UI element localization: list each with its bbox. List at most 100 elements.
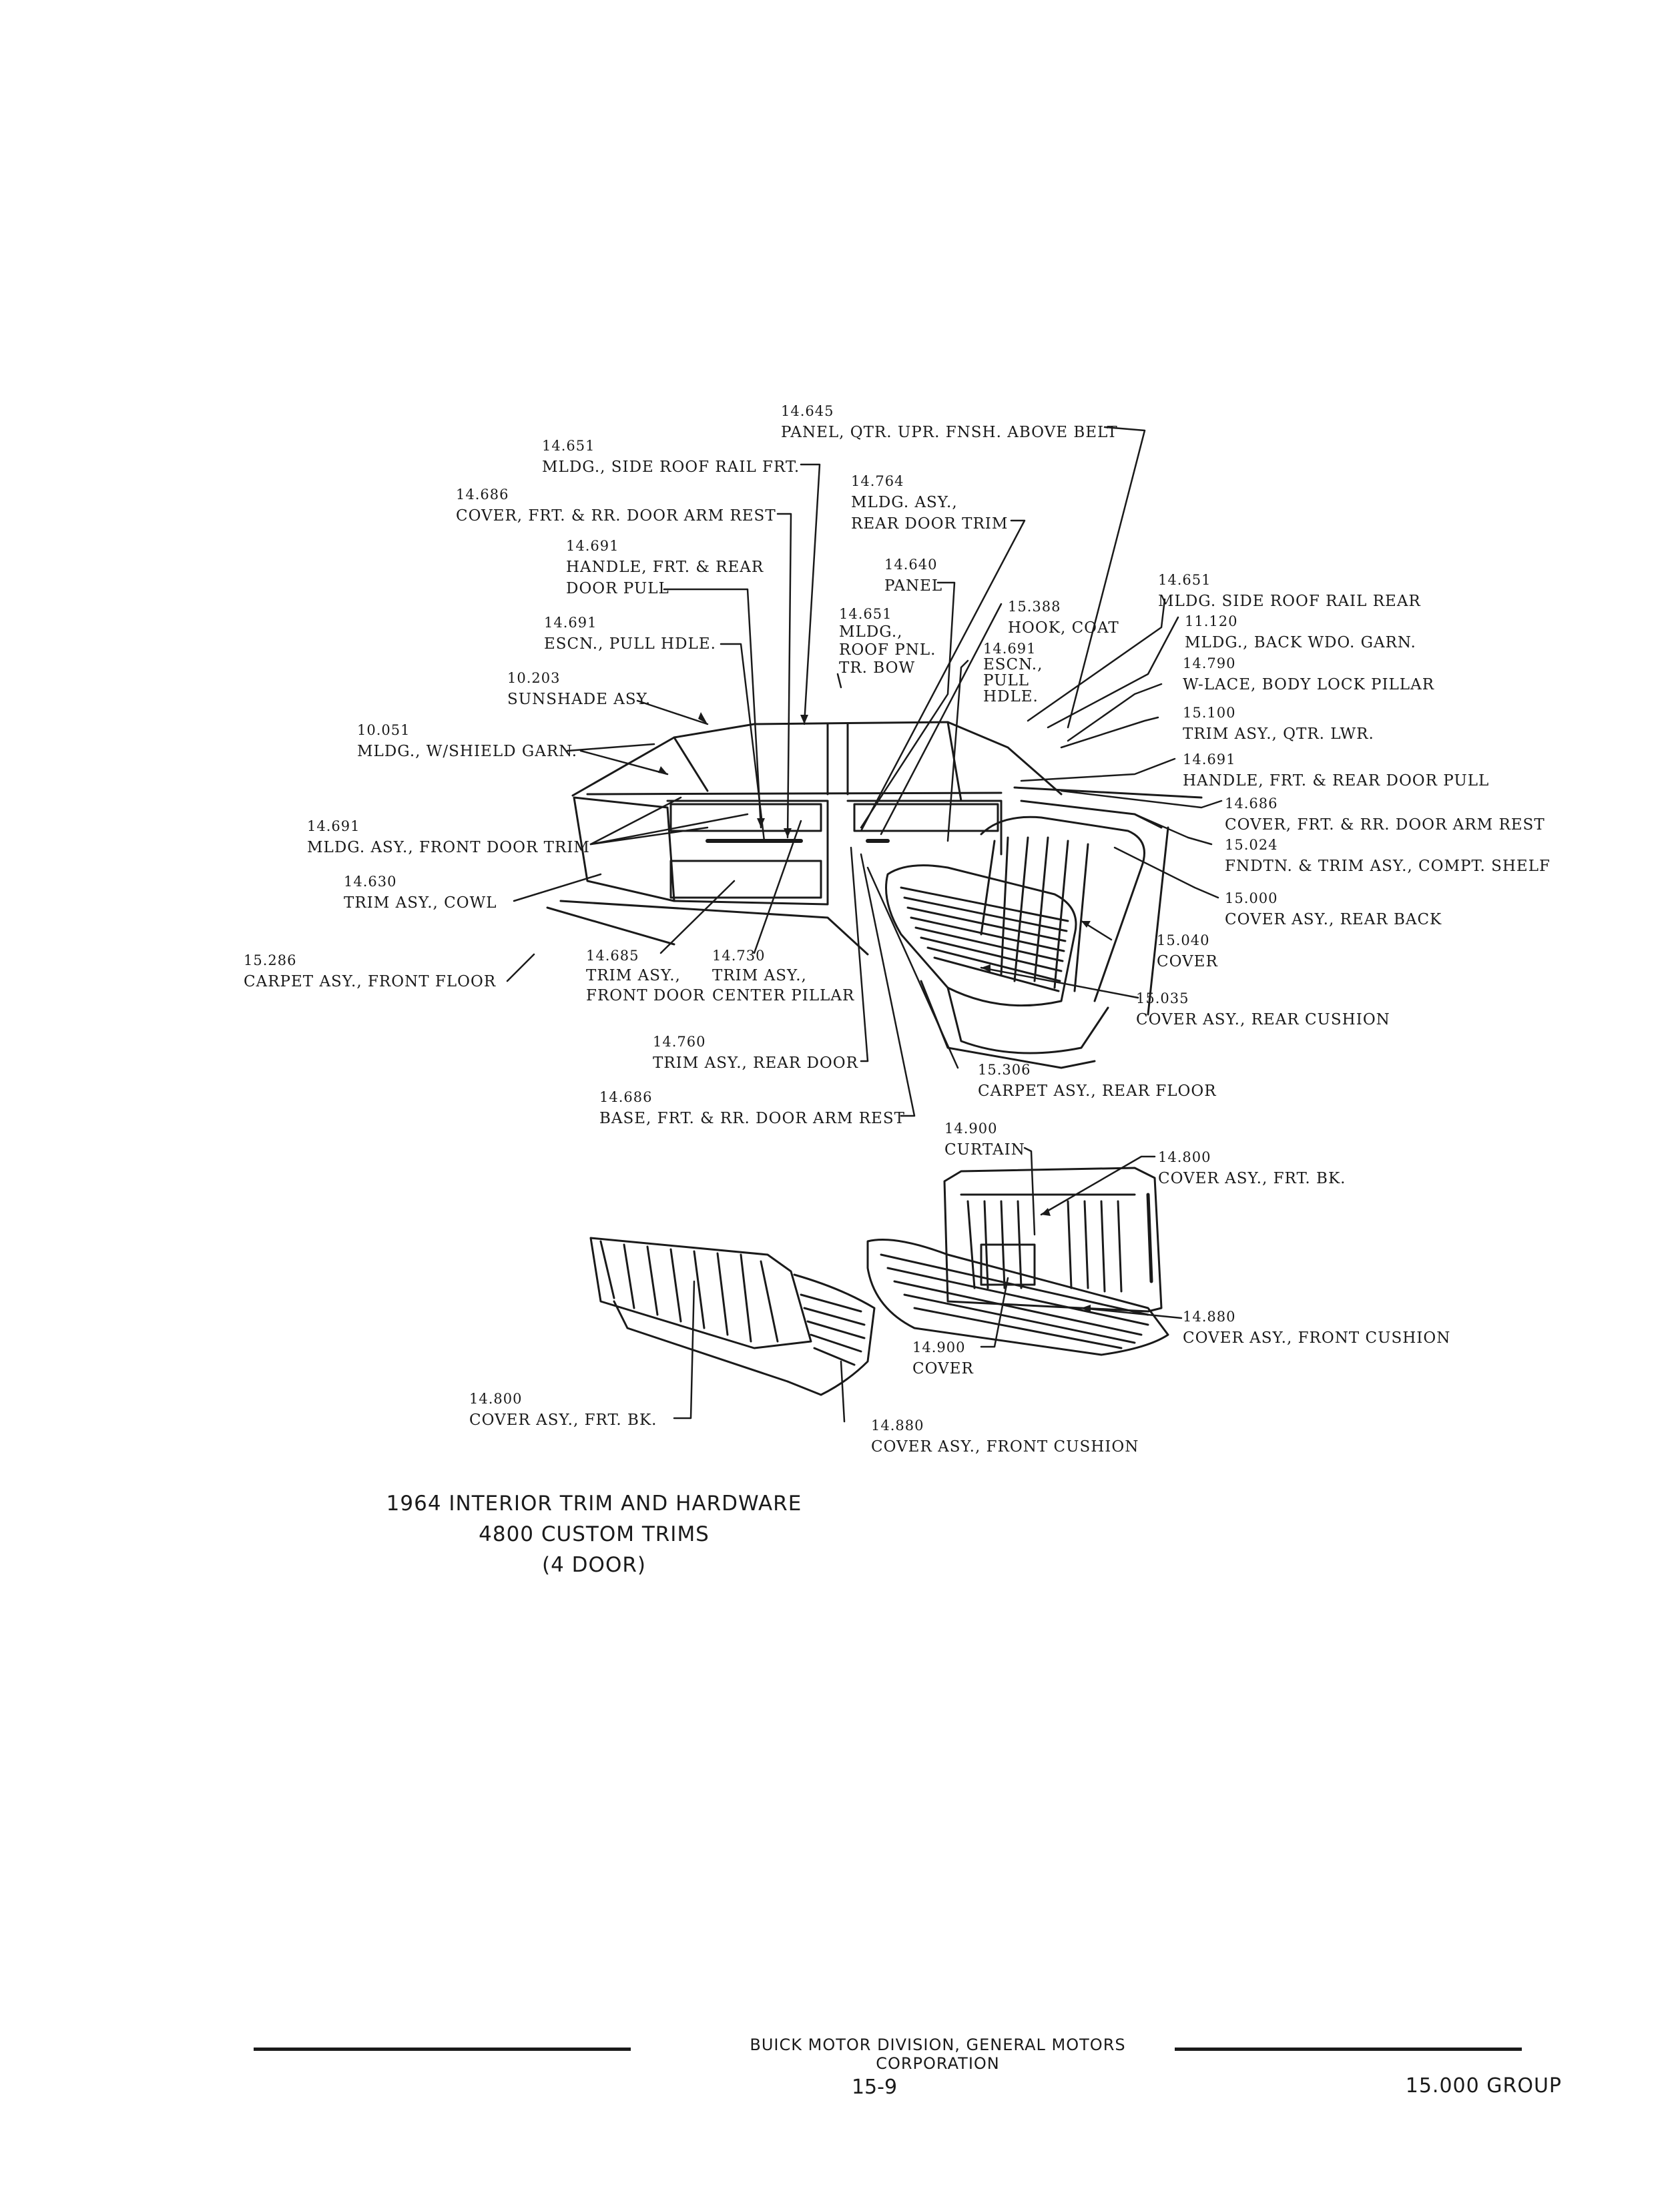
callout-number: 14.691: [544, 615, 597, 631]
callout-number: 15.100: [1183, 705, 1236, 721]
callout-number: 14.800: [469, 1391, 523, 1407]
callout-number: 14.730: [712, 948, 766, 964]
callout-text: COVER, FRT. & RR. DOOR ARM REST: [1225, 816, 1545, 834]
leader-arrowheads: [658, 712, 1091, 1313]
callout-number: 15.306: [978, 1062, 1031, 1078]
callout-14-800-right: 14.800 COVER ASY., FRT. BK.: [1158, 1147, 1346, 1189]
callout-14-640: 14.640 PANEL: [884, 554, 942, 597]
callout-number: 14.686: [1225, 796, 1278, 812]
callout-text: MLDG. ASY.,: [851, 494, 958, 511]
caption-line-2: 4800 CUSTOM TRIMS: [479, 1522, 710, 1546]
callout-15-306: 15.306 CARPET ASY., REAR FLOOR: [978, 1059, 1217, 1102]
callout-number: 14.651: [1158, 572, 1211, 588]
callout-15-024: 15.024 FNDTN. & TRIM ASY., COMPT. SHELF: [1225, 834, 1551, 877]
callout-number: 14.685: [586, 948, 639, 964]
callout-text: TRIM ASY.,: [586, 967, 681, 984]
callout-14-900-curtain: 14.900 CURTAIN: [944, 1118, 1025, 1161]
callout-number: 15.000: [1225, 890, 1278, 906]
callout-number: 15.040: [1157, 932, 1210, 948]
callout-number: 14.686: [456, 487, 509, 503]
callout-14-691-escn: 14.691 ESCN., PULL HDLE.: [544, 612, 716, 655]
callout-14-686-cover: 14.686 COVER, FRT. & RR. DOOR ARM REST: [456, 484, 776, 527]
callout-14-651-rear: 14.651 MLDG. SIDE ROOF RAIL REAR: [1158, 569, 1421, 612]
callout-11-120: 11.120 MLDG., BACK WDO. GARN.: [1185, 611, 1416, 653]
callout-14-645: 14.645 PANEL, QTR. UPR. FNSH. ABOVE BELT: [781, 400, 1118, 443]
leader-lines: [506, 426, 1223, 1423]
callout-15-388: 15.388 HOOK, COAT: [1008, 596, 1119, 639]
caption-line-1: 1964 INTERIOR TRIM AND HARDWARE: [386, 1492, 802, 1516]
callout-number: 14.630: [344, 874, 397, 890]
callout-text: TRIM ASY.,: [712, 967, 807, 984]
callout-number: 14.691: [307, 818, 360, 834]
callout-14-691-escn-pull: 14.691 ESCN., PULL HDLE.: [983, 641, 1043, 705]
callout-14-760: 14.760 TRIM ASY., REAR DOOR: [653, 1031, 858, 1074]
callout-number: 14.764: [851, 473, 904, 489]
front-bench-seat-right: [866, 1167, 1169, 1356]
callout-number: 11.120: [1185, 613, 1238, 629]
callout-text: TR. BOW: [839, 659, 916, 677]
callout-number: 10.051: [357, 722, 410, 738]
callout-15-286: 15.286 CARPET ASY., FRONT FLOOR: [244, 950, 496, 992]
callout-number: 10.203: [507, 670, 561, 686]
callout-14-691-handle: 14.691 HANDLE, FRT. & REAR DOOR PULL: [566, 535, 764, 599]
callout-14-800-left: 14.800 COVER ASY., FRT. BK.: [469, 1388, 657, 1431]
callout-number: 14.800: [1158, 1149, 1211, 1165]
callout-14-880-right: 14.880 COVER ASY., FRONT CUSHION: [1183, 1306, 1450, 1349]
callout-text: TRIM ASY., QTR. LWR.: [1183, 725, 1374, 743]
callout-text: MLDG. SIDE ROOF RAIL REAR: [1158, 593, 1421, 610]
callout-text: COVER ASY., REAR CUSHION: [1136, 1011, 1390, 1028]
callout-number: 14.651: [839, 606, 892, 622]
figure-caption: 1964 INTERIOR TRIM AND HARDWARE 4800 CUS…: [347, 1488, 841, 1580]
car-interior-drawing: [546, 721, 1203, 1069]
callout-14-686-base: 14.686 BASE, FRT. & RR. DOOR ARM REST: [599, 1086, 905, 1129]
callout-15-035: 15.035 COVER ASY., REAR CUSHION: [1136, 988, 1390, 1030]
callout-text: ROOF PNL.: [839, 641, 936, 659]
callout-number: 15.286: [244, 952, 297, 968]
callout-text: CENTER PILLAR: [712, 987, 855, 1004]
callout-text: FRONT DOOR: [586, 987, 706, 1004]
callout-15-100: 15.100 TRIM ASY., QTR. LWR.: [1183, 702, 1374, 745]
callout-text: PULL: [983, 672, 1030, 689]
callout-text: DOOR PULL: [566, 580, 669, 597]
callout-text: MLDG.,: [839, 623, 903, 641]
callout-10-203: 10.203 SUNSHADE ASY.: [507, 667, 651, 710]
footer-division-name: BUICK MOTOR DIVISION, GENERAL MOTORS COR…: [750, 2035, 1126, 2073]
callout-14-630: 14.630 TRIM ASY., COWL: [344, 871, 497, 914]
callout-14-685: 14.685 TRIM ASY., FRONT DOOR: [586, 946, 705, 1006]
callout-text: HANDLE, FRT. & REAR DOOR PULL: [1183, 772, 1490, 790]
callout-text: SUNSHADE ASY.: [507, 691, 651, 708]
callout-text: MLDG., BACK WDO. GARN.: [1185, 634, 1416, 651]
callout-text: FNDTN. & TRIM ASY., COMPT. SHELF: [1225, 858, 1551, 875]
page-number: 15-9: [851, 2076, 898, 2099]
callout-number: 14.691: [983, 641, 1037, 657]
callout-number: 14.691: [1183, 751, 1236, 767]
callout-text: COVER ASY., FRONT CUSHION: [871, 1438, 1139, 1456]
callout-text: HDLE.: [983, 688, 1039, 705]
callout-10-051: 10.051 MLDG., W/SHIELD GARN.: [357, 719, 577, 762]
footer-rule-right: [1175, 2048, 1522, 2051]
callout-text: COVER ASY., REAR BACK: [1225, 911, 1442, 928]
callout-text: ESCN.,: [983, 656, 1043, 673]
callout-text: W-LACE, BODY LOCK PILLAR: [1183, 676, 1435, 693]
callout-text: HOOK, COAT: [1008, 619, 1119, 637]
callout-number: 14.900: [912, 1339, 966, 1355]
callout-text: PANEL, QTR. UPR. FNSH. ABOVE BELT: [781, 424, 1118, 441]
callout-14-900-cover: 14.900 COVER: [912, 1337, 974, 1379]
callout-number: 14.686: [599, 1089, 653, 1105]
callout-number: 14.640: [884, 557, 938, 573]
callout-number: 14.645: [781, 403, 834, 419]
callout-text: TRIM ASY., REAR DOOR: [653, 1054, 858, 1072]
callout-number: 14.651: [542, 438, 595, 454]
callout-text: MLDG. ASY., FRONT DOOR TRIM: [307, 839, 590, 856]
callout-text: BASE, FRT. & RR. DOOR ARM REST: [599, 1110, 905, 1127]
callout-text: COVER ASY., FRONT CUSHION: [1183, 1329, 1451, 1347]
footer-rule-left: [254, 2048, 631, 2051]
callout-text: COVER ASY., FRT. BK.: [1158, 1170, 1346, 1187]
callout-number: 14.691: [566, 538, 619, 554]
callout-number: 14.760: [653, 1034, 706, 1050]
callout-number: 15.035: [1136, 990, 1189, 1006]
callout-number: 14.880: [871, 1418, 924, 1434]
callout-text: CURTAIN: [944, 1141, 1025, 1159]
group-label: 15.000 GROUP: [1405, 2074, 1562, 2098]
callout-14-790: 14.790 W-LACE, BODY LOCK PILLAR: [1183, 653, 1434, 695]
